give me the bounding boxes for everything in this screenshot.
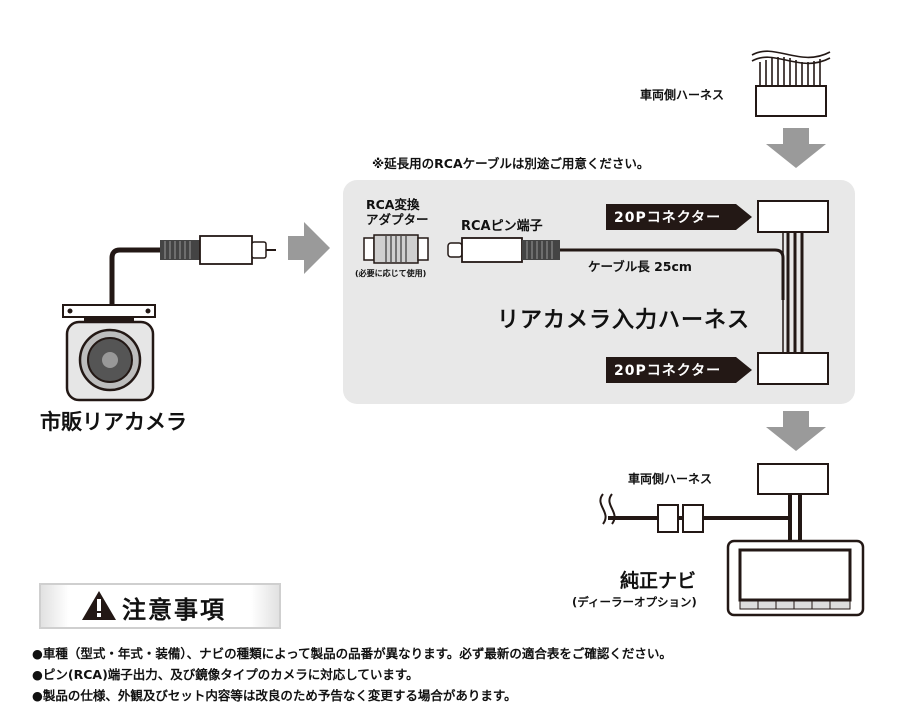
wire-break-marks [599,493,616,525]
inline-connector-left [657,504,679,533]
warning-icon [82,591,116,620]
connector-bottom-label: 20Pコネクター [614,363,722,379]
camera-cable [109,247,162,306]
harness-connector-top [757,200,829,233]
note-item-1: ●車種（型式・年式・装備）、ナビの種類によって製品の品番が異なります。必ず最新の… [32,646,672,661]
down-arrow-top [766,128,826,168]
note-item-3: ●製品の仕様、外観及びセット内容等は改良のため予告なく変更する場合があります。 [32,688,517,703]
camera-rca-plug [160,235,276,265]
vehicle-harness-top-wires [751,50,831,86]
vehicle-harness-top-connector [755,85,827,117]
note-item-2: ●ピン(RCA)端子出力、及び鏡像タイプのカメラに対応しています。 [32,667,419,682]
connector-tag-top [606,204,752,230]
harness-connector-bottom [757,352,829,385]
warning-bar [39,583,281,629]
camera-label: 市販リアカメラ [40,410,187,434]
extension-note: ※延長用のRCAケーブルは別途ご用意ください。 [372,156,650,171]
rca-adapter-note: (必要に応じて使用) [355,269,427,278]
connector-tag-bottom [606,357,752,383]
harness-panel [343,180,855,404]
right-arrow [288,222,330,274]
rca-pin-label: RCAピン端子 [461,219,543,234]
inline-connector-right [682,504,704,533]
warning-title: 注意事項 [122,596,226,624]
rca-adapter-label-line2: アダプター [366,212,429,227]
rca-adapter-label: RCA変換 アダプター [366,197,429,227]
rca-adapter-label-line1: RCA変換 [366,197,420,212]
rca-adapter-graphic [363,234,429,264]
navi-label: 純正ナビ [620,570,697,592]
dealer-option-label: (ディーラーオプション) [572,595,697,609]
vehicle-harness-bottom-label: 車両側ハーネス [628,472,713,486]
cable-length-label: ケーブル長 25cm [588,259,692,274]
rca-cable [560,248,785,300]
connector-top-label: 20Pコネクター [614,210,722,226]
harness-title: リアカメラ入力ハーネス [497,308,751,333]
notes-list: ●車種（型式・年式・装備）、ナビの種類によって製品の品番が異なります。必ず最新の… [32,643,672,706]
navi-graphic [726,539,865,617]
rca-pin-graphic [447,237,560,263]
camera-graphic [62,304,156,402]
vehicle-harness-bottom-connector [757,463,829,495]
down-arrow-bottom [766,411,826,451]
vehicle-harness-top-label: 車両側ハーネス [640,88,725,102]
